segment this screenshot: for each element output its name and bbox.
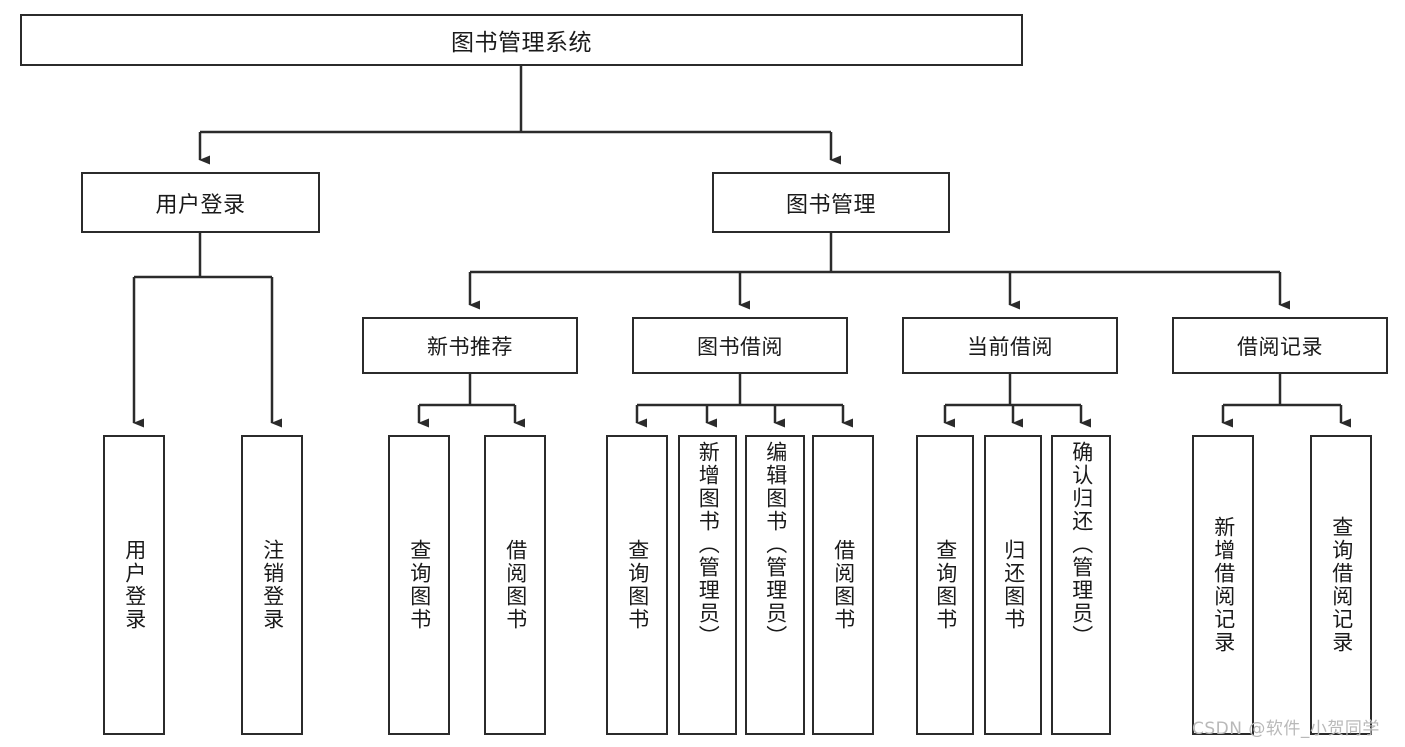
node-label: 当前借阅 [967,334,1053,359]
node-label: 查询图书 [933,539,958,631]
node-label: 编辑图书（管理员） [763,441,788,648]
node-label: 查询图书 [625,539,650,631]
leaf-query-book-current[interactable]: 查询图书 [916,435,974,735]
node-book-management[interactable]: 图书管理 [712,172,950,233]
node-new-book-recommend[interactable]: 新书推荐 [362,317,578,374]
node-label: 用户登录 [122,539,147,631]
node-root-system[interactable]: 图书管理系统 [20,14,1023,66]
leaf-logout-login[interactable]: 注销登录 [241,435,303,735]
leaf-user-login[interactable]: 用户登录 [103,435,165,735]
node-label: 归还图书 [1001,539,1026,631]
node-label: 注销登录 [260,539,285,631]
leaf-borrow-book[interactable]: 借阅图书 [812,435,874,735]
node-label: 图书管理系统 [451,30,592,56]
leaf-add-book-admin[interactable]: 新增图书（管理员） [678,435,737,735]
node-label: 查询图书 [407,539,432,631]
node-book-borrow[interactable]: 图书借阅 [632,317,848,374]
node-user-login[interactable]: 用户登录 [81,172,320,233]
leaf-add-borrow-record[interactable]: 新增借阅记录 [1192,435,1254,735]
node-label: 借阅图书 [503,539,528,631]
leaf-query-book-borrow[interactable]: 查询图书 [606,435,668,735]
leaf-edit-book-admin[interactable]: 编辑图书（管理员） [745,435,805,735]
leaf-confirm-return-admin[interactable]: 确认归还（管理员） [1051,435,1111,735]
node-label: 新增图书（管理员） [696,441,721,648]
leaf-query-borrow-record[interactable]: 查询借阅记录 [1310,435,1372,735]
node-label: 图书管理 [785,192,876,218]
leaf-return-book[interactable]: 归还图书 [984,435,1042,735]
node-label: 新增借阅记录 [1211,516,1236,654]
csdn-watermark: CSDN @软件_小贺同学 [1192,719,1380,739]
node-label: 借阅图书 [831,539,856,631]
node-current-borrow[interactable]: 当前借阅 [902,317,1118,374]
leaf-query-book-recommend[interactable]: 查询图书 [388,435,450,735]
node-label: 新书推荐 [427,334,513,359]
node-label: 借阅记录 [1237,334,1323,359]
node-label: 确认归还（管理员） [1069,441,1094,648]
node-borrow-record[interactable]: 借阅记录 [1172,317,1388,374]
node-label: 用户登录 [155,192,246,218]
leaf-borrow-book-recommend[interactable]: 借阅图书 [484,435,546,735]
node-label: 图书借阅 [697,334,783,359]
node-label: 查询借阅记录 [1329,516,1354,654]
